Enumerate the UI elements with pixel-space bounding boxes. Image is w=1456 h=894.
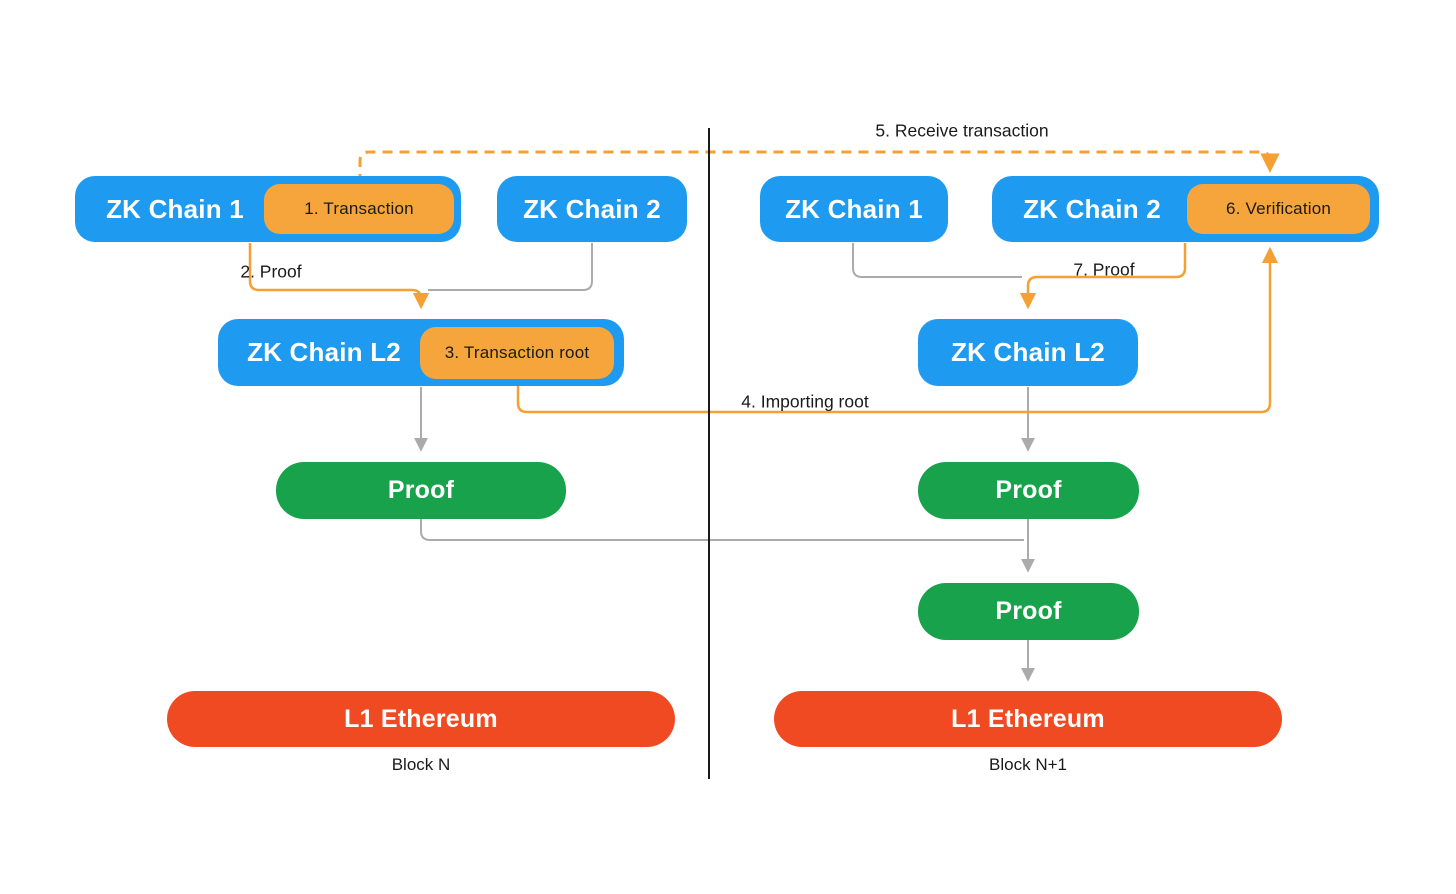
node-label: L1 Ethereum <box>344 704 498 733</box>
caption-block-n: Block N <box>391 755 451 774</box>
node-right-proof-upper: Proof <box>918 462 1139 519</box>
label-step7-proof: 7. Proof <box>1073 259 1135 280</box>
node-left-l1-ethereum: L1 Ethereum <box>167 691 675 747</box>
node-right-zk-chain-1: ZK Chain 1 <box>760 176 948 242</box>
edge-right-zkchain1-to-l2 <box>852 243 1022 278</box>
edge-step2-proof <box>248 243 430 310</box>
node-label: Proof <box>995 597 1062 625</box>
block-divider-line <box>708 128 710 779</box>
node-label: Proof <box>995 476 1062 504</box>
label-step5-receive-transaction: 5. Receive transaction <box>875 120 1049 141</box>
badge-transaction: 1. Transaction <box>264 184 454 234</box>
label-step2-proof: 2. Proof <box>240 261 302 282</box>
node-right-proof-lower: Proof <box>918 583 1139 640</box>
edge-left-proof-to-right <box>420 519 1024 541</box>
node-left-zk-chain-l2: ZK Chain L2 3. Transaction root <box>218 319 624 386</box>
node-label: L1 Ethereum <box>951 704 1105 733</box>
node-label: ZK Chain 1 <box>106 193 244 224</box>
edge-step7-proof <box>1019 243 1187 310</box>
label-step4-importing-root: 4. Importing root <box>741 391 869 412</box>
node-label: ZK Chain 2 <box>1023 193 1161 224</box>
node-right-l1-ethereum: L1 Ethereum <box>774 691 1282 747</box>
node-left-proof: Proof <box>276 462 566 519</box>
node-right-zk-chain-l2: ZK Chain L2 <box>918 319 1138 386</box>
edge-step4-importing-root <box>516 246 1279 414</box>
edge-step5-receive-transaction <box>358 150 1280 184</box>
node-label: ZK Chain L2 <box>951 337 1105 367</box>
badge-verification: 6. Verification <box>1187 184 1370 234</box>
badge-transaction-root: 3. Transaction root <box>420 327 614 379</box>
node-right-zk-chain-2: ZK Chain 2 6. Verification <box>992 176 1379 242</box>
node-label: ZK Chain 2 <box>523 193 661 224</box>
node-label: ZK Chain 1 <box>785 193 923 224</box>
edge-left-zkchain2-to-l2 <box>428 243 593 291</box>
node-label: Proof <box>387 476 455 504</box>
node-left-zk-chain-2: ZK Chain 2 <box>497 176 687 242</box>
node-left-zk-chain-1: ZK Chain 1 1. Transaction <box>75 176 461 242</box>
caption-block-n-plus-1: Block N+1 <box>989 755 1067 774</box>
node-label: ZK Chain L2 <box>247 337 401 367</box>
